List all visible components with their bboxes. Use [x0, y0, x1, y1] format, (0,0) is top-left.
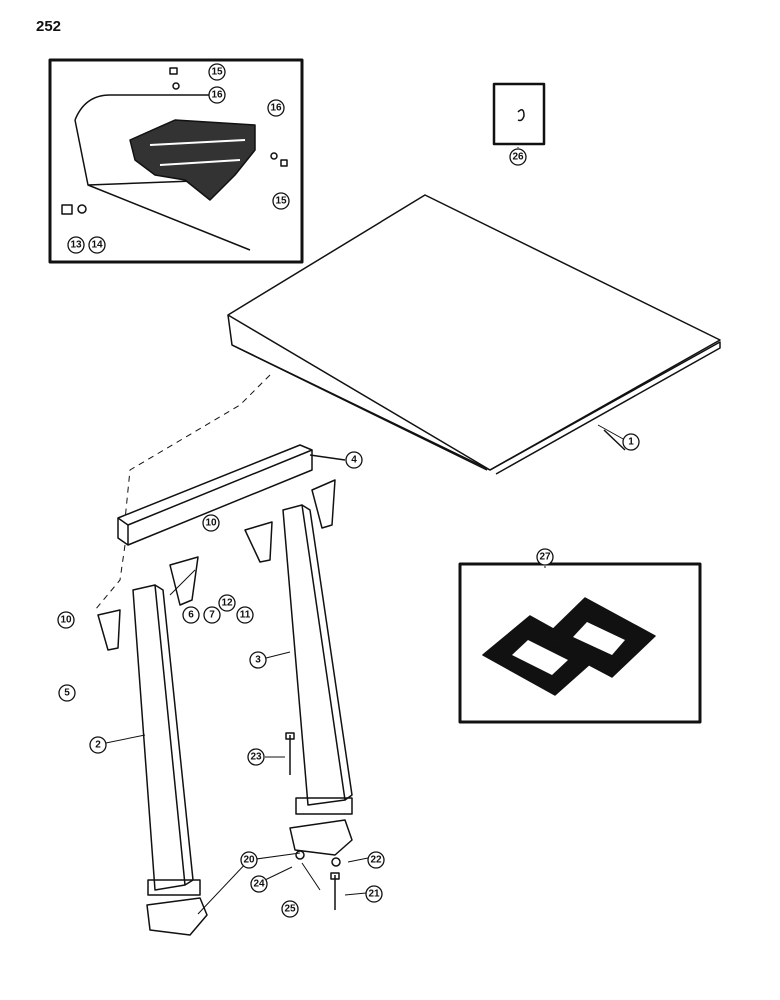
- inset-bracket: [129, 119, 256, 201]
- callout-20: 20: [240, 851, 258, 869]
- svg-text:2: 2: [95, 740, 101, 751]
- callout-23: 23: [247, 748, 265, 766]
- svg-text:13: 13: [70, 240, 82, 251]
- svg-text:10: 10: [60, 615, 72, 626]
- svg-text:26: 26: [512, 152, 524, 163]
- inset-washer-14: [77, 204, 87, 214]
- callout-16-b: 16: [267, 99, 285, 117]
- right-post: [282, 504, 353, 856]
- inset-nut-16-right: [270, 152, 278, 160]
- callout-7: 7: [203, 606, 221, 624]
- callout-2: 2: [89, 736, 107, 754]
- nut-24: [295, 850, 305, 860]
- callout-15-a: 15: [208, 63, 226, 81]
- svg-text:11: 11: [240, 610, 251, 621]
- svg-text:10: 10: [205, 518, 217, 529]
- svg-text:27: 27: [539, 552, 551, 563]
- callout-12: 12: [218, 594, 236, 612]
- svg-text:4: 4: [351, 455, 357, 466]
- bolt-21: [330, 872, 340, 910]
- svg-text:3: 3: [255, 655, 261, 666]
- callout-27: 27: [536, 548, 554, 566]
- callout-26: 26: [509, 148, 527, 166]
- callout-group: 1 2 3 4 5 6 7 10 10 11 12 13 14 15 15 16…: [57, 63, 640, 918]
- callout-10-b: 10: [202, 514, 220, 532]
- svg-text:24: 24: [253, 879, 265, 890]
- washer-22: [331, 857, 341, 867]
- callout-5: 5: [58, 684, 76, 702]
- svg-text:15: 15: [275, 196, 287, 207]
- callout-11: 11: [236, 606, 254, 624]
- svg-text:16: 16: [270, 103, 282, 114]
- svg-text:6: 6: [188, 610, 194, 621]
- mounting-brackets: [97, 479, 336, 651]
- callout-6: 6: [182, 606, 200, 624]
- left-post: [132, 584, 208, 936]
- inset-bolt-15-top: [169, 67, 178, 75]
- svg-text:5: 5: [64, 688, 70, 699]
- shim-box: [458, 562, 702, 724]
- decal-26: [492, 82, 546, 146]
- callout-14: 14: [88, 236, 106, 254]
- inset-detail-box: [48, 58, 304, 264]
- callout-24: 24: [250, 875, 268, 893]
- svg-text:23: 23: [250, 752, 262, 763]
- assembly-leader: [124, 374, 271, 521]
- callout-22: 22: [367, 851, 385, 869]
- inset-bolt-13: [61, 204, 73, 215]
- callout-13: 13: [67, 236, 85, 254]
- callout-1: 1: [622, 433, 640, 451]
- svg-text:25: 25: [284, 904, 296, 915]
- canopy-top: [227, 194, 721, 475]
- bolt-23: [285, 732, 295, 775]
- inset-bolt-15-right: [280, 159, 288, 167]
- svg-text:12: 12: [221, 598, 233, 609]
- svg-text:22: 22: [370, 855, 382, 866]
- callout-16-a: 16: [208, 86, 226, 104]
- svg-text:15: 15: [211, 67, 223, 78]
- callout-10-a: 10: [57, 611, 75, 629]
- callout-25: 25: [281, 900, 299, 918]
- svg-text:20: 20: [243, 855, 255, 866]
- page-number: 252: [36, 18, 62, 35]
- svg-text:14: 14: [91, 240, 103, 251]
- svg-text:1: 1: [628, 437, 634, 448]
- svg-text:7: 7: [209, 610, 215, 621]
- callout-3: 3: [249, 651, 267, 669]
- cross-tube: [117, 444, 346, 546]
- svg-text:21: 21: [368, 889, 380, 900]
- svg-text:16: 16: [211, 90, 223, 101]
- callout-15-b: 15: [272, 192, 290, 210]
- callout-21: 21: [365, 885, 383, 903]
- inset-nut-16-top: [172, 82, 180, 90]
- callout-4: 4: [345, 451, 363, 469]
